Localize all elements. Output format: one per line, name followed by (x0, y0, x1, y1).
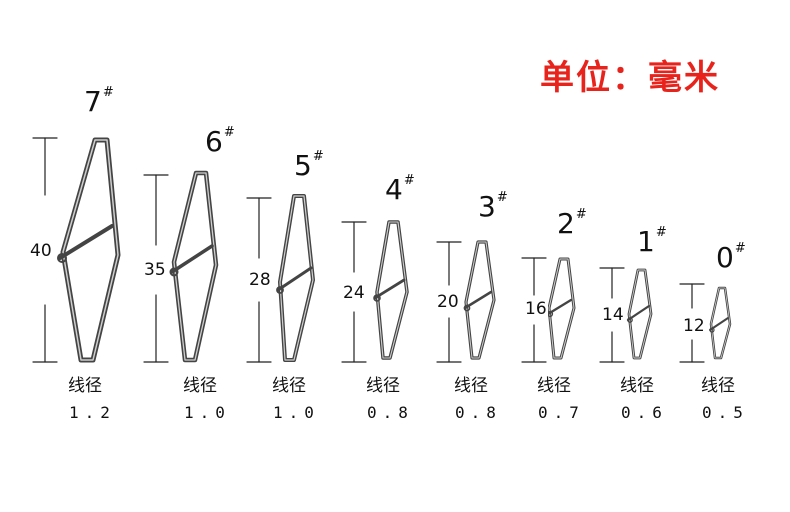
size-label-7: 7# (84, 85, 114, 118)
size-label-4: 4# (385, 173, 415, 206)
length-label-2: 16 (524, 299, 548, 319)
length-label-6: 35 (143, 260, 167, 280)
length-label-1: 14 (601, 305, 625, 325)
snap-swivel-2 (521, 257, 576, 363)
wire-label-1: 线径 (620, 376, 654, 396)
wire-label-6: 线径 (183, 376, 217, 396)
wire-label-5: 线径 (272, 376, 306, 396)
wire-value-3: 0.8 (455, 403, 502, 422)
size-label-1: 1# (637, 225, 667, 258)
length-label-7: 40 (29, 241, 53, 261)
wire-value-1: 0.6 (621, 403, 668, 422)
snap-swivel-1 (599, 267, 653, 363)
length-label-4: 24 (342, 283, 366, 303)
wire-label-7: 线径 (68, 376, 102, 396)
size-label-6: 6# (205, 125, 235, 158)
wire-label-0: 线径 (701, 376, 735, 396)
length-label-0: 12 (682, 316, 706, 336)
size-label-5: 5# (294, 149, 324, 182)
size-label-0: 0# (716, 241, 746, 274)
length-label-5: 28 (248, 270, 272, 290)
wire-value-6: 1.0 (184, 403, 231, 422)
snap-swivel-3 (436, 240, 496, 363)
snap-swivel-5 (246, 194, 315, 363)
wire-value-7: 1.2 (69, 403, 116, 422)
wire-value-5: 1.0 (273, 403, 320, 422)
length-label-3: 20 (436, 292, 460, 312)
snap-swivel-0 (679, 283, 732, 363)
size-label-3: 3# (478, 190, 508, 223)
size-label-2: 2# (557, 207, 587, 240)
wire-value-2: 0.7 (538, 403, 585, 422)
unit-title: 单位：毫米 (540, 58, 720, 98)
snap-swivel-7 (32, 137, 121, 363)
wire-label-3: 线径 (454, 376, 488, 396)
wire-label-2: 线径 (537, 376, 571, 396)
wire-value-4: 0.8 (367, 403, 414, 422)
snap-swivel-6 (143, 170, 219, 363)
wire-label-4: 线径 (366, 376, 400, 396)
wire-value-0: 0.5 (702, 403, 749, 422)
snap-swivel-4 (341, 220, 409, 363)
